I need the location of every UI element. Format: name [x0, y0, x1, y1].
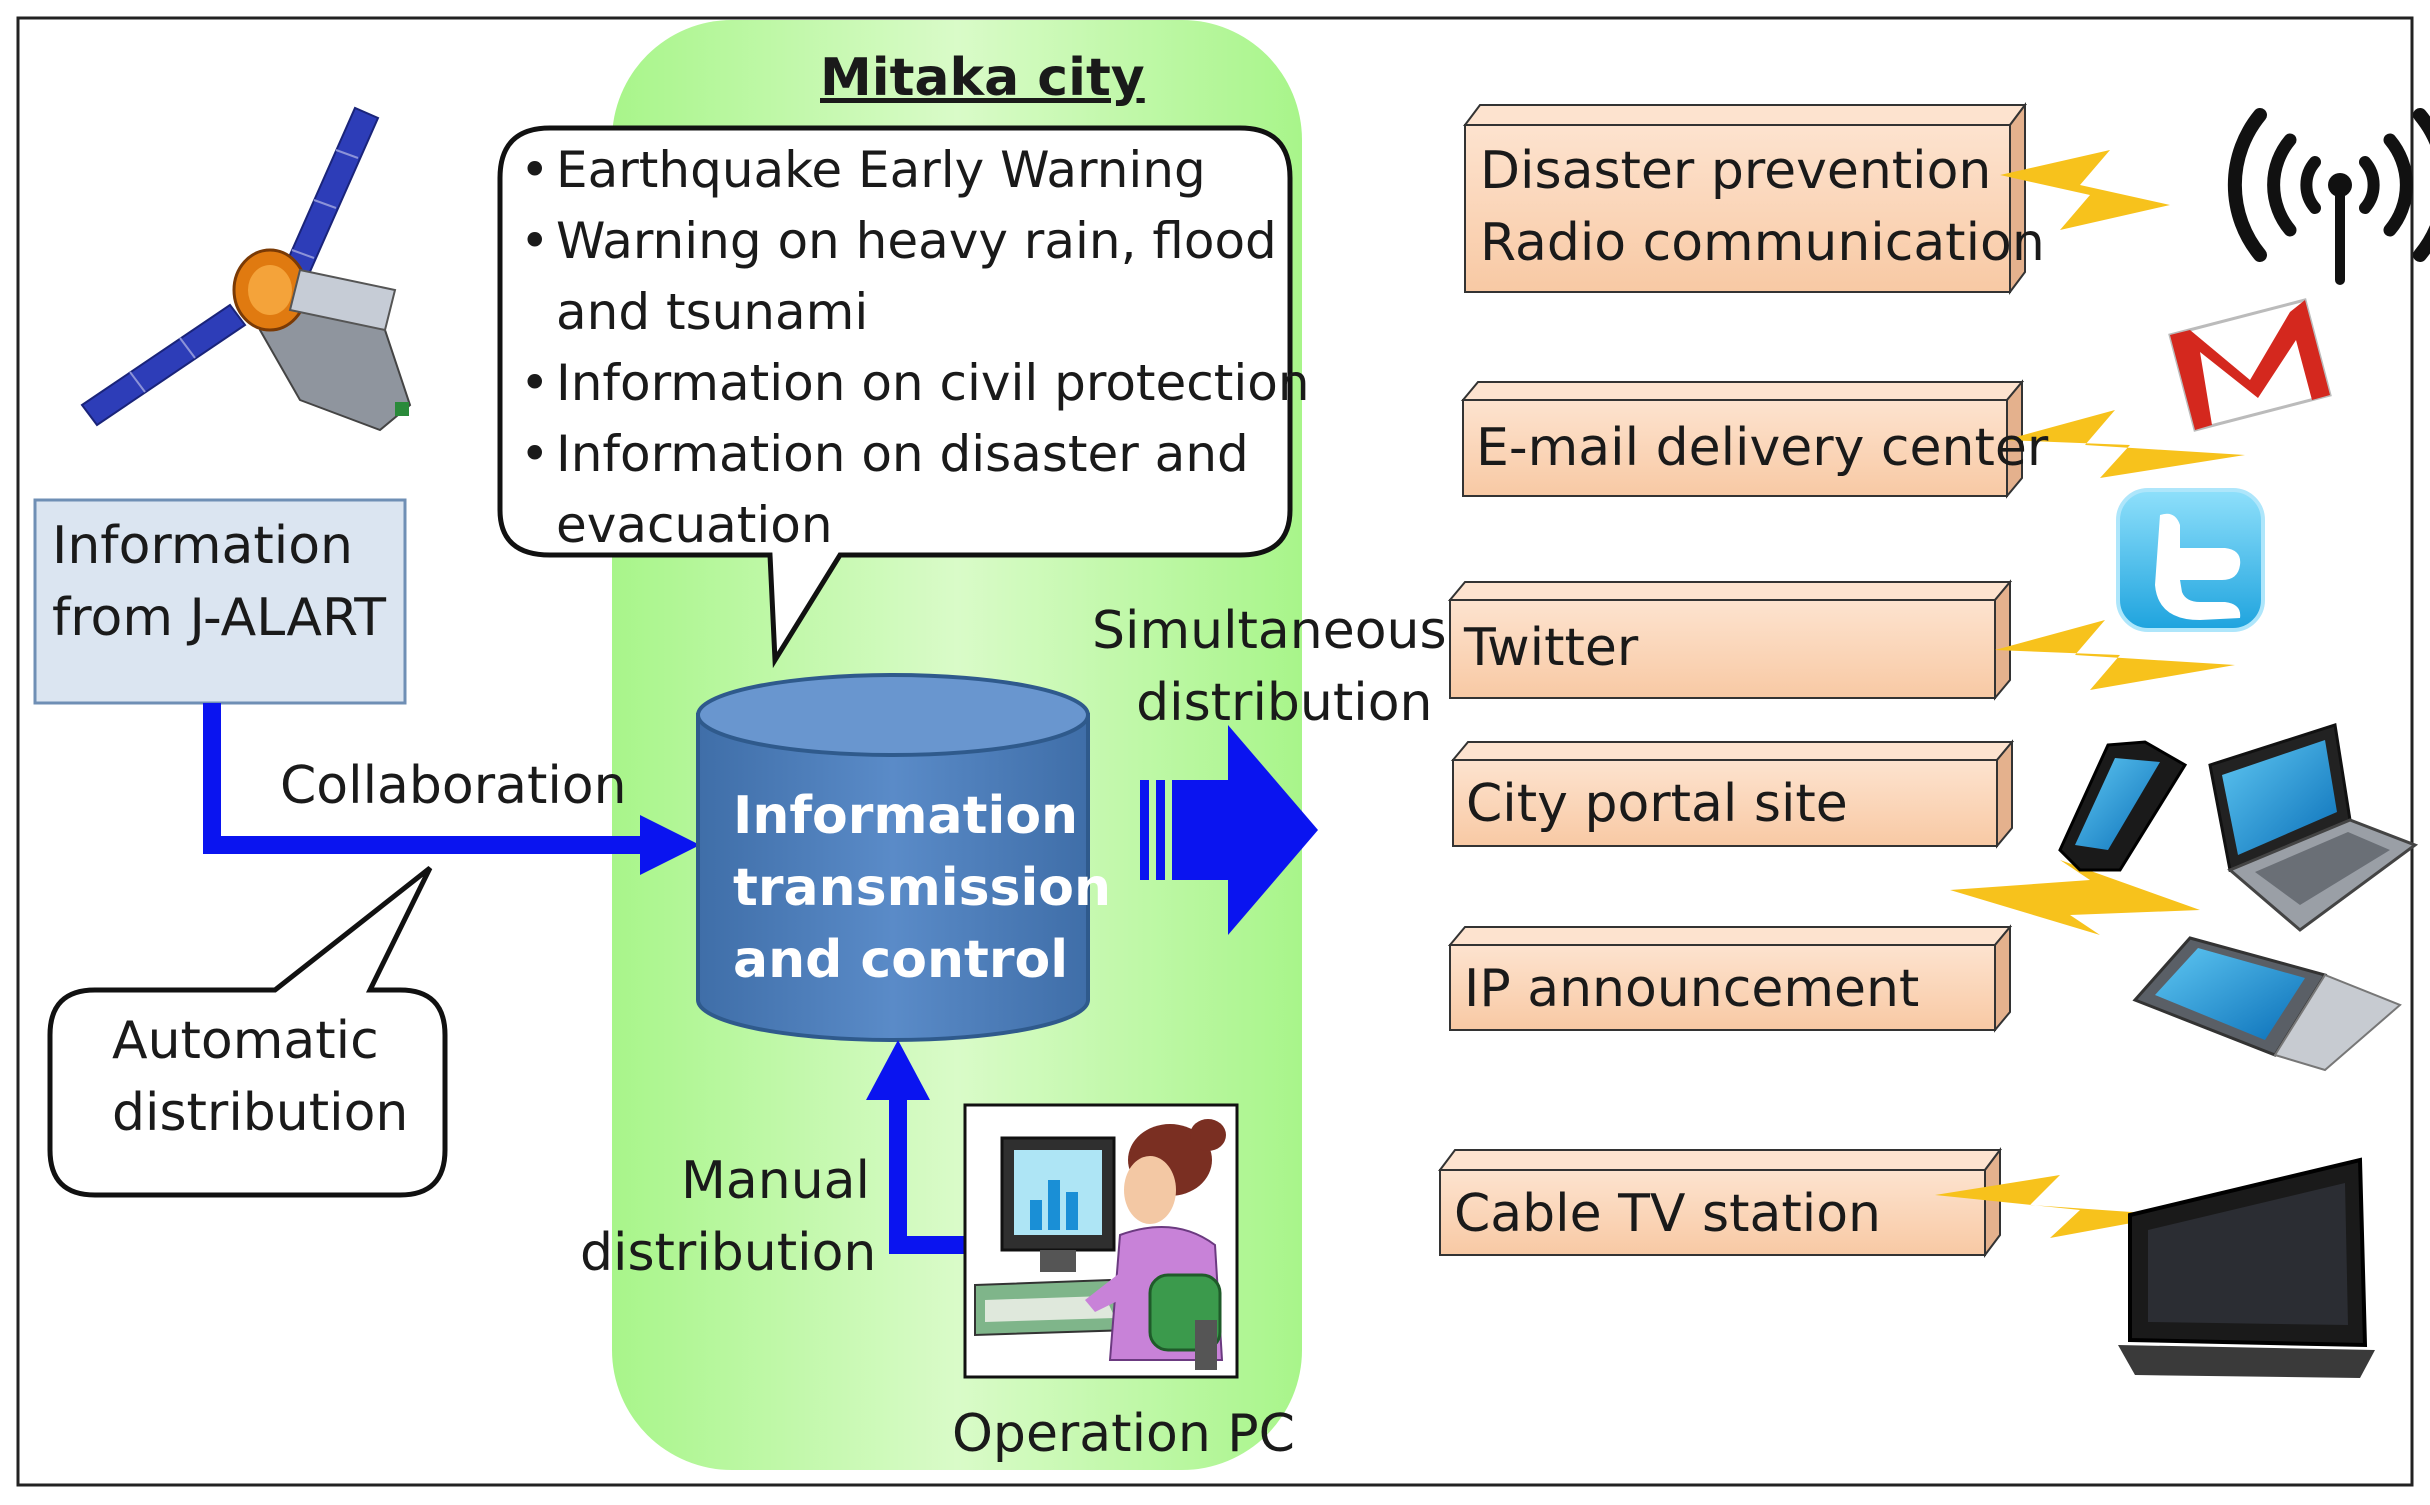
bullet-list: Earthquake Early Warning Warning on heav… — [520, 135, 1310, 561]
simultaneous-arrow — [1140, 725, 1318, 935]
simultaneous-distribution-label: Simultaneous distribution — [1092, 601, 1447, 733]
bullet-item: Warning on heavy rain, flood — [520, 206, 1310, 277]
bullet-item: Earthquake Early Warning — [520, 135, 1310, 206]
automatic-distribution-label: Automatic distribution — [112, 1011, 409, 1143]
laptop-icon — [2208, 723, 2419, 932]
operator-pc-icon — [963, 1103, 1239, 1379]
twitter-bird-icon — [2116, 488, 2265, 632]
bullet-item: Information on civil protection — [520, 348, 1310, 419]
lightning-tv — [1935, 1175, 2175, 1238]
channel-box-ip — [1447, 924, 2013, 1033]
channel-email-label: E-mail delivery center — [1476, 418, 2049, 478]
manual-arrowhead — [866, 1040, 930, 1100]
radio-tower-icon — [2227, 108, 2430, 285]
bullet-item: Information on disaster and — [520, 419, 1310, 490]
outer-border — [16, 16, 2414, 1487]
lightning-email — [2005, 410, 2245, 478]
satellite-icon — [80, 106, 412, 432]
jalart-box — [33, 498, 407, 705]
bullet-continuation: evacuation — [556, 496, 833, 554]
tv-icon — [2118, 1157, 2375, 1378]
lightning-devices — [1950, 860, 2200, 935]
channel-box-twitter — [1447, 579, 2013, 701]
channel-box-radio — [1463, 102, 2027, 295]
cylinder-shape — [696, 673, 1090, 1042]
collaboration-arrowhead — [640, 815, 700, 875]
channel-radio-label: Disaster prevention Radio communication — [1480, 141, 2045, 273]
gmail-icon — [2168, 298, 2332, 432]
jalart-label: Information from J-ALART — [52, 516, 387, 648]
automatic-callout — [47, 866, 448, 1198]
channel-twitter-label: Twitter — [1464, 618, 1639, 678]
manual-distribution-label: Manual distribution — [580, 1151, 877, 1283]
channel-box-cable — [1438, 1147, 2002, 1258]
channel-portal-label: City portal site — [1466, 774, 1848, 834]
channel-cable-label: Cable TV station — [1454, 1184, 1881, 1244]
channel-box-email — [1460, 379, 2025, 499]
mitaka-city-title: Mitaka city — [820, 48, 1145, 108]
radio-tower-dot — [2328, 173, 2352, 197]
lightning-twitter — [1995, 620, 2235, 690]
smartphone-icon — [2058, 740, 2188, 872]
tablet-icon — [2132, 936, 2402, 1072]
collaboration-arrow — [203, 703, 640, 854]
operation-pc-label: Operation PC — [952, 1404, 1295, 1464]
channel-ip-label: IP announcement — [1464, 959, 1920, 1019]
channel-box-portal — [1450, 739, 2015, 849]
manual-arrow — [889, 1100, 980, 1254]
lightning-radio — [2000, 150, 2170, 230]
collaboration-label: Collaboration — [280, 756, 627, 816]
cylinder-label: Information transmission and control — [733, 786, 1112, 990]
bullet-continuation: and tsunami — [556, 283, 869, 341]
